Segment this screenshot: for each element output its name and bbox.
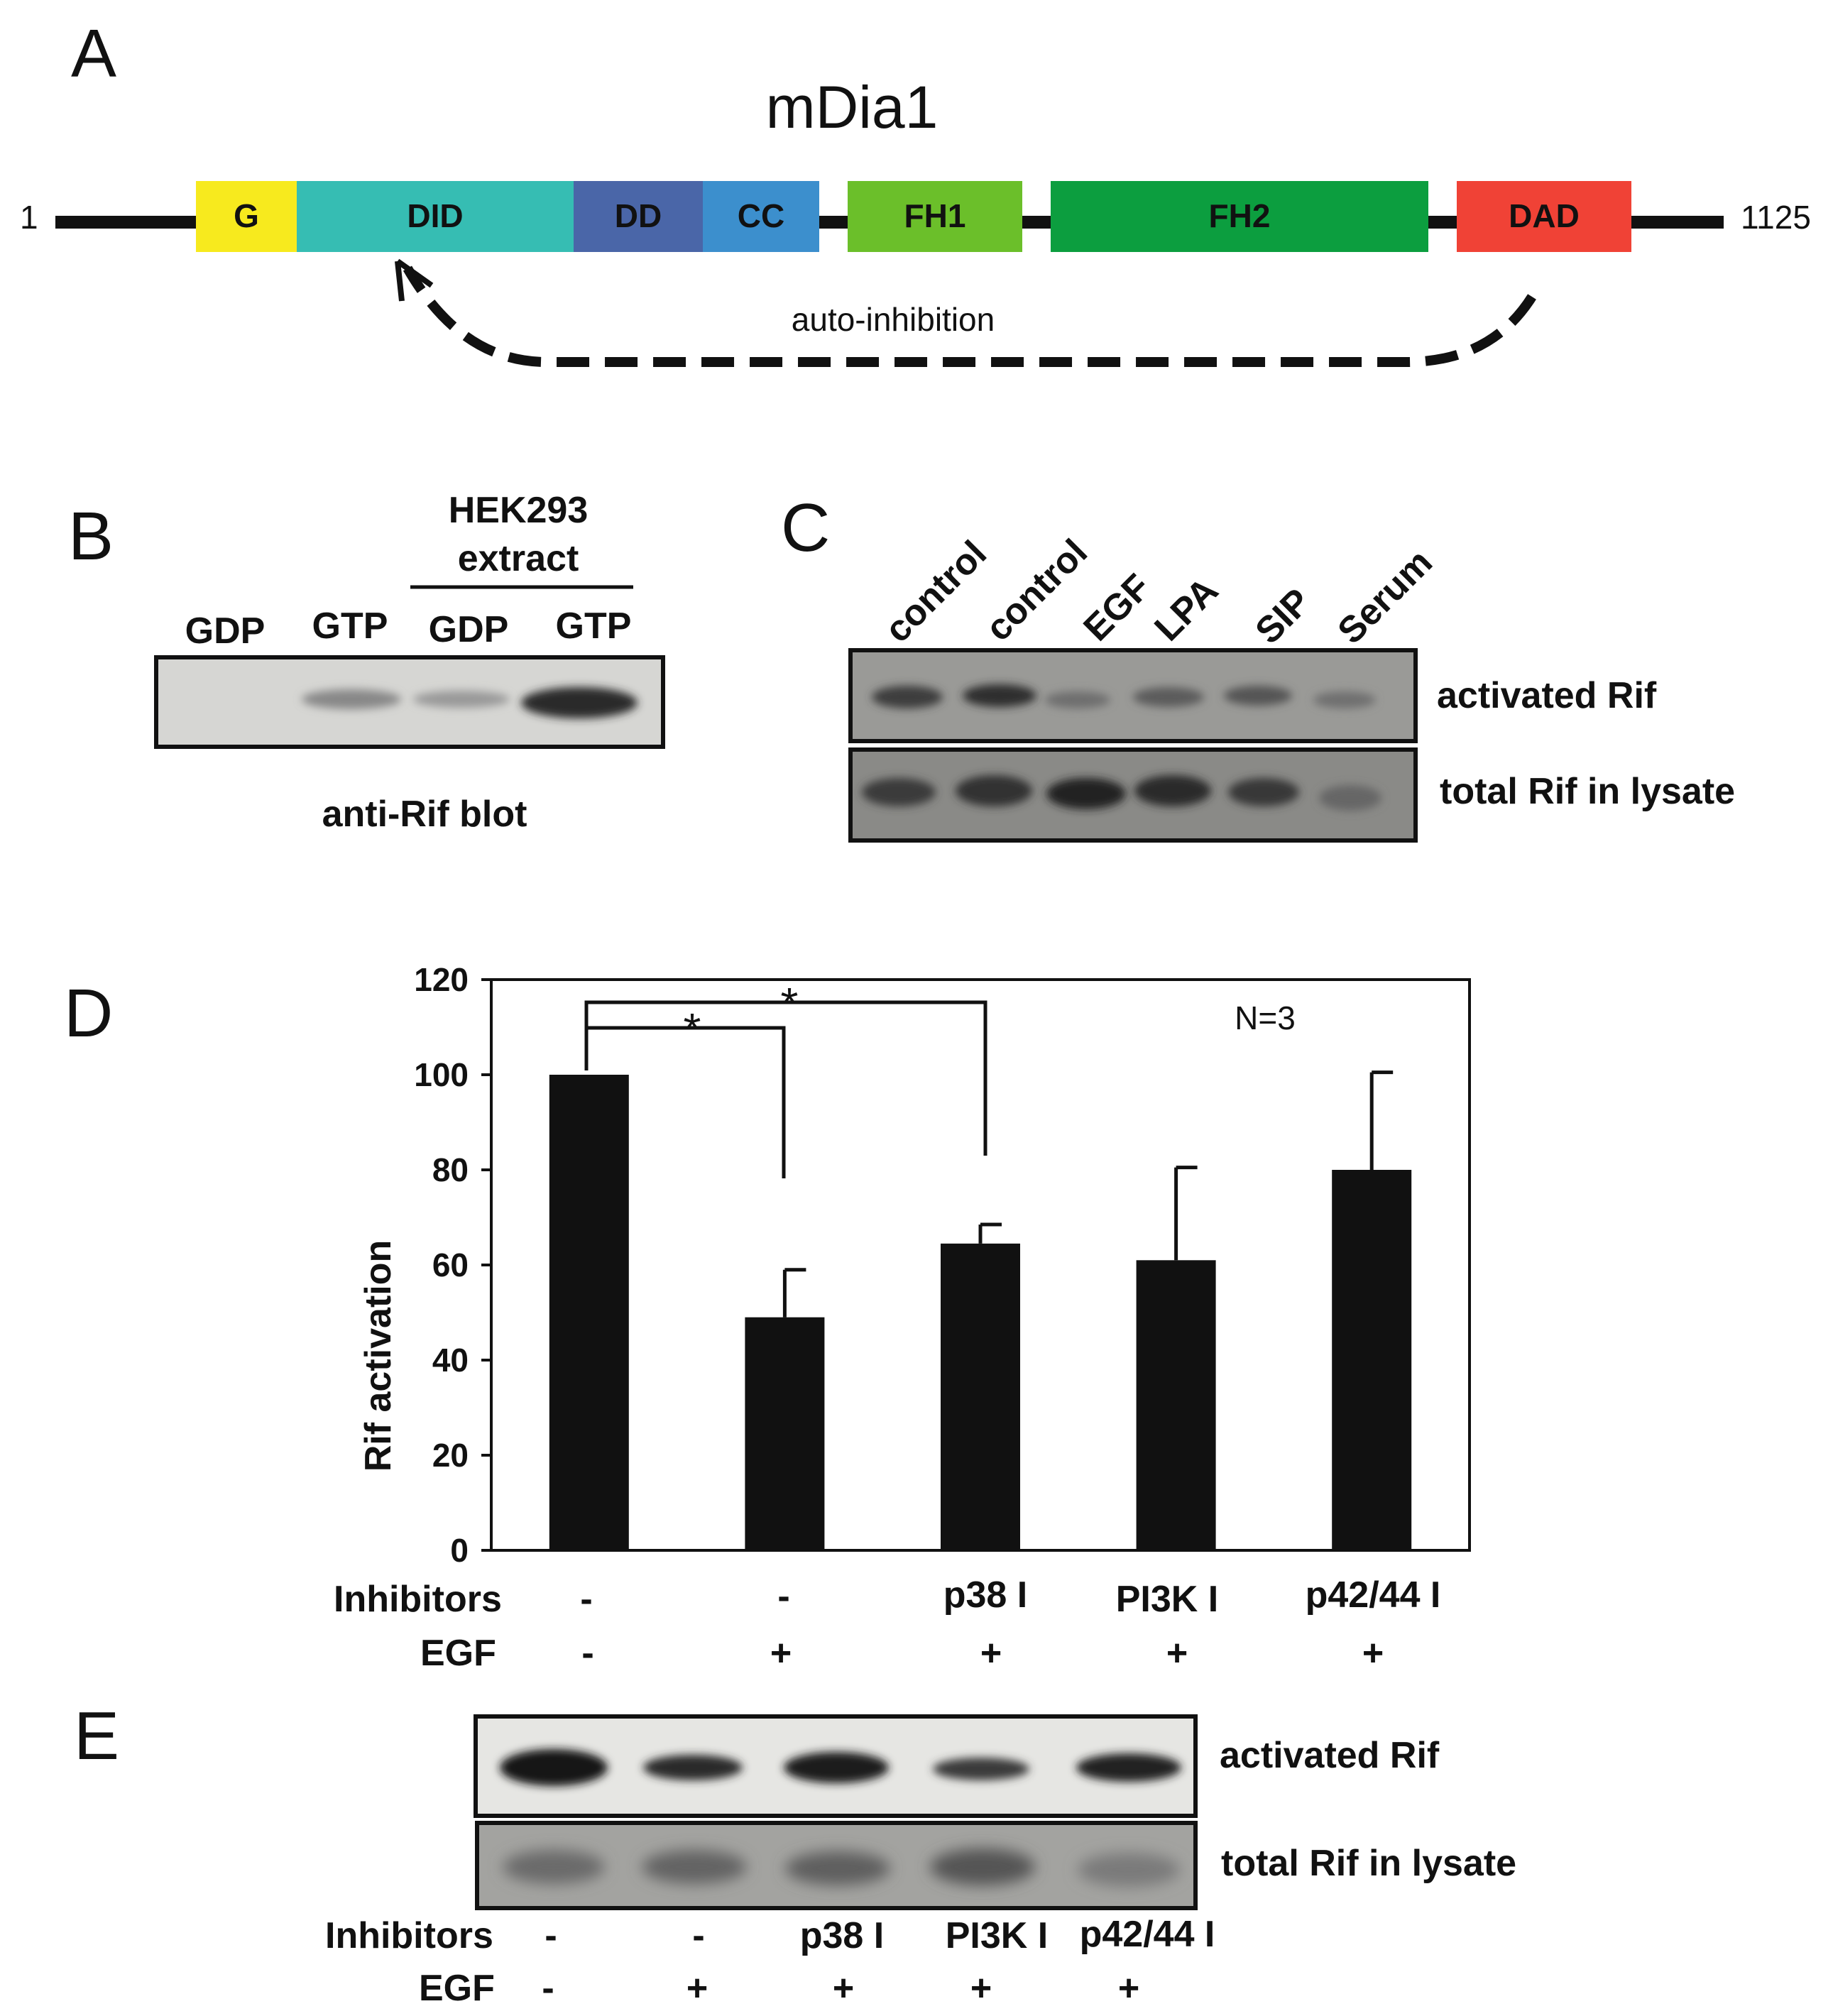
d-egf-label: EGF [420, 1633, 496, 1674]
e-egf-3: + [833, 1968, 854, 2009]
bars-group [549, 1070, 1412, 1550]
y-tick-label: 40 [432, 1342, 469, 1379]
d-egf-4: + [1166, 1633, 1188, 1674]
n-label: N=3 [1235, 999, 1296, 1036]
c-row-activated: activated Rif [1437, 675, 1657, 716]
y-axis-ticks: 0 20 40 60 80 100 120 [414, 961, 491, 1569]
lane-c-2: control [978, 532, 1095, 650]
e-egf-1: - [542, 1968, 554, 2009]
lane-c-3: EGF [1076, 566, 1159, 650]
bar-2 [745, 1317, 825, 1550]
y-tick-label: 20 [432, 1437, 469, 1474]
hek293-label: HEK293 [449, 490, 589, 531]
svg-text:FH1: FH1 [904, 197, 966, 234]
d-inhibitors-label: Inhibitors [334, 1579, 502, 1620]
lane-c-6: Serum [1330, 542, 1440, 652]
panel-label-d: D [64, 975, 113, 1051]
lane-b-1: GDP [185, 610, 266, 652]
c-row-total: total Rif in lysate [1440, 771, 1735, 812]
panel-label-c: C [781, 490, 830, 566]
e-row-total: total Rif in lysate [1221, 1843, 1516, 1884]
domain-did: DID [297, 181, 574, 252]
lane-c-1: control [877, 533, 995, 651]
d-egf-5: + [1362, 1633, 1384, 1674]
significance-brackets [584, 1000, 987, 1178]
y-tick-label: 80 [432, 1151, 469, 1188]
e-inhibitor-3: p38 I [800, 1915, 885, 1956]
d-inhibitor-3: p38 I [943, 1574, 1028, 1616]
svg-text:DD: DD [615, 197, 662, 234]
lane-c-5: SIP [1247, 581, 1318, 652]
y-tick-label: 60 [432, 1247, 469, 1283]
bar-3 [941, 1243, 1020, 1550]
e-egf-5: + [1118, 1968, 1139, 2009]
svg-text:DAD: DAD [1509, 197, 1580, 234]
bar-1 [549, 1075, 629, 1550]
blot-b [154, 655, 665, 749]
anti-rif-caption: anti-Rif blot [322, 794, 527, 835]
d-egf-1: - [581, 1633, 593, 1674]
bar-5 [1332, 1170, 1412, 1550]
e-inhibitor-2: - [692, 1915, 704, 1956]
panel-label-e: E [74, 1698, 119, 1774]
e-row-activated: activated Rif [1220, 1735, 1440, 1776]
blot-e-total [475, 1821, 1198, 1910]
panel-label-a: A [71, 16, 116, 92]
y-tick-label: 100 [414, 1056, 469, 1093]
d-inhibitor-1: - [580, 1579, 592, 1620]
y-tick-label: 0 [450, 1532, 469, 1569]
significance-star-2: * [781, 978, 799, 1029]
domain-g: G [196, 181, 297, 252]
d-egf-3: + [980, 1633, 1002, 1674]
lane-b-4: GTP [556, 606, 632, 647]
panel-label-b: B [68, 498, 114, 574]
e-egf-label: EGF [419, 1968, 495, 2009]
domain-fh2: FH2 [1051, 181, 1428, 252]
svg-text:FH2: FH2 [1209, 197, 1271, 234]
arrowhead-icon [395, 258, 434, 302]
domain-dad: DAD [1457, 181, 1631, 252]
extract-label: extract [458, 538, 579, 579]
y-axis-label: Rif activation [358, 1240, 399, 1472]
domain-dd: DD [574, 181, 703, 252]
significance-star-1: * [684, 1004, 701, 1055]
blot-e-activated [474, 1714, 1198, 1818]
d-inhibitor-2: - [777, 1576, 789, 1617]
blot-c-activated [848, 648, 1418, 743]
domain-fh1: FH1 [848, 181, 1022, 252]
e-egf-2: + [686, 1968, 708, 2009]
auto-inhibition-label: auto-inhibition [792, 301, 995, 338]
auto-inhibition-arrow [403, 265, 1536, 367]
e-egf-4: + [970, 1968, 992, 2009]
lane-b-2: GTP [312, 606, 388, 647]
e-inhibitors-label: Inhibitors [325, 1915, 493, 1956]
svg-text:CC: CC [738, 197, 784, 234]
lane-b-3: GDP [429, 609, 509, 650]
d-egf-2: + [770, 1633, 792, 1674]
svg-text:DID: DID [407, 197, 463, 234]
svg-text:G: G [234, 197, 259, 234]
e-inhibitor-5: p42/44 I [1080, 1914, 1215, 1955]
e-inhibitor-1: - [545, 1915, 557, 1956]
protein-title: mDia1 [766, 74, 939, 141]
bar-4 [1136, 1260, 1216, 1550]
lane-c-4: LPA [1147, 570, 1226, 650]
y-tick-label: 120 [414, 961, 469, 998]
blot-c-total [848, 747, 1418, 843]
e-inhibitor-4: PI3K I [946, 1915, 1049, 1956]
residue-end: 1125 [1741, 199, 1811, 236]
d-inhibitor-4: PI3K I [1116, 1579, 1219, 1620]
domain-cc: CC [703, 181, 819, 252]
d-inhibitor-5: p42/44 I [1306, 1574, 1441, 1616]
residue-start: 1 [20, 199, 38, 236]
